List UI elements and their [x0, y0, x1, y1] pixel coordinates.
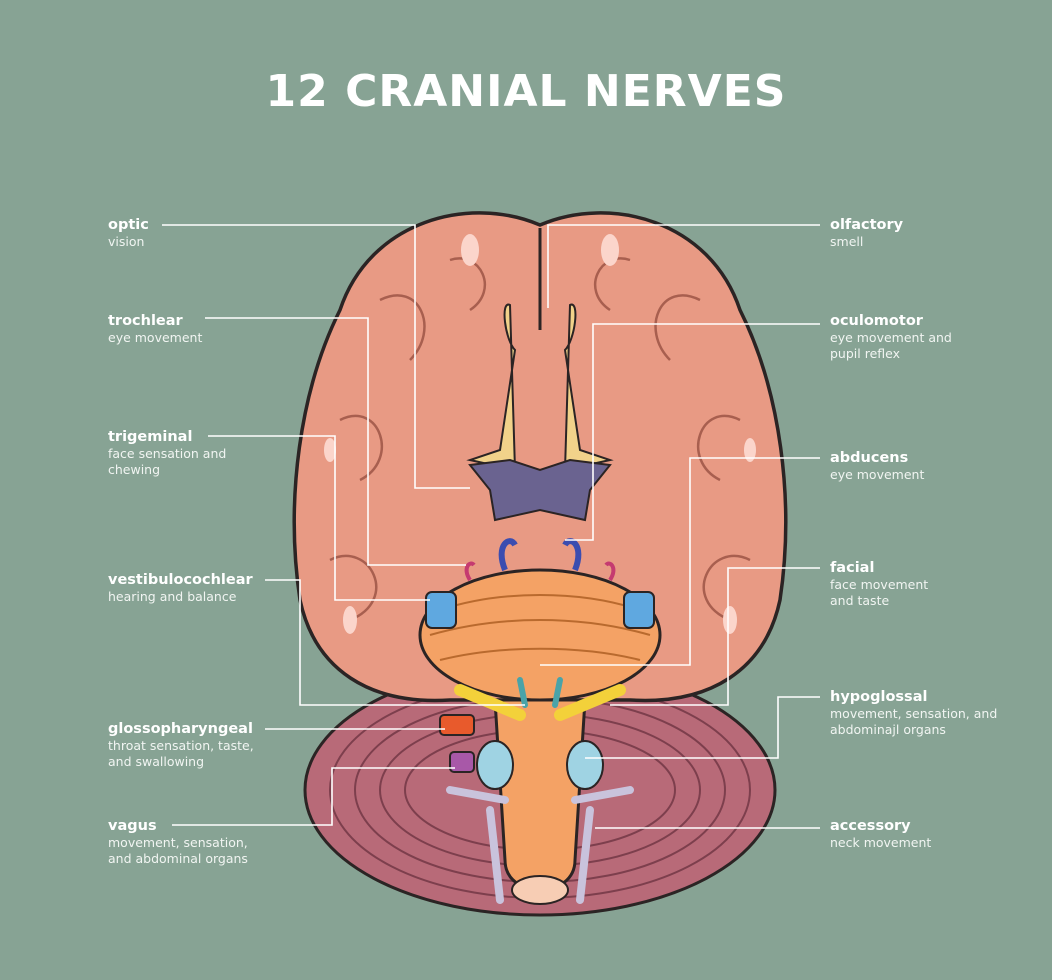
vagus-nerve-shape [449, 751, 475, 773]
nerve-description: eye movement [108, 330, 203, 345]
diagram-title: 12 CRANIAL NERVES [265, 66, 787, 117]
leader-line-oculomotor [565, 323, 820, 541]
nerve-description: face sensation and chewing [108, 446, 227, 477]
nerve-name: trochlear [108, 313, 183, 329]
label-hypoglossal: hypoglossal movement, sensation, and abd… [830, 688, 1000, 738]
nerve-name: abducens [830, 450, 909, 466]
label-optic: optic vision [108, 216, 278, 250]
leader-line-hypoglossal [585, 696, 820, 759]
olfactory-bulbs [466, 303, 614, 472]
nerve-name: hypoglossal [830, 689, 928, 705]
label-glossopharyngeal: glossopharyngeal throat sensation, taste… [108, 720, 268, 770]
nerve-description: throat sensation, taste, and swallowing [108, 738, 254, 769]
label-trochlear: trochlear eye movement [108, 312, 278, 346]
nerve-name: trigeminal [108, 429, 193, 445]
leader-line-optic [162, 224, 470, 489]
nerve-name: glossopharyngeal [108, 721, 253, 737]
label-facial: facial face movement and taste [830, 559, 950, 609]
leader-line-abducens [540, 457, 820, 666]
label-trigeminal: trigeminal face sensation and chewing [108, 428, 243, 478]
oculomotor-nerve-shape [498, 538, 518, 572]
pons [418, 568, 662, 702]
label-abducens: abducens eye movement [830, 449, 1000, 483]
medulla [476, 698, 604, 905]
nerve-description: vision [108, 234, 145, 249]
leader-line-vagus [172, 767, 455, 826]
glossopharyngeal-nerve-shape [439, 714, 475, 736]
nerve-description: face movement and taste [830, 577, 929, 608]
nerve-name: accessory [830, 818, 911, 834]
accessory-nerve-shape [446, 786, 634, 904]
leader-line-vestibulocochlear [265, 579, 525, 706]
trochlear-nerve-shape-right [604, 561, 616, 582]
nerve-description: neck movement [830, 835, 932, 850]
leader-line-olfactory [547, 224, 820, 308]
label-vestibulocochlear: vestibulocochlear hearing and balance [108, 571, 278, 605]
nerve-description: eye movement [830, 467, 925, 482]
label-vagus: vagus movement, sensation, and abdominal… [108, 817, 268, 867]
leader-line-trigeminal [208, 435, 430, 601]
leader-line-trochlear [205, 317, 466, 566]
nerve-name: optic [108, 217, 149, 233]
facial-nerve-shape [454, 684, 626, 721]
vestibulocochlear-nerve-shape [517, 677, 563, 708]
leader-line-facial [610, 567, 820, 706]
leader-lines [162, 224, 820, 829]
nerve-name: oculomotor [830, 313, 923, 329]
nerve-name: vestibulocochlear [108, 572, 253, 588]
label-olfactory: olfactory smell [830, 216, 1000, 250]
label-oculomotor: oculomotor eye movement and pupil reflex [830, 312, 980, 362]
oculomotor-nerve-shape-right [562, 538, 582, 572]
optic-chiasm [468, 458, 612, 522]
nerve-description: hearing and balance [108, 589, 237, 604]
trochlear-nerve-shape [464, 561, 476, 582]
nerve-description: movement, sensation, and abdominal organ… [108, 835, 248, 866]
nerve-name: olfactory [830, 217, 904, 233]
label-accessory: accessory neck movement [830, 817, 1000, 851]
nerve-description: eye movement and pupil reflex [830, 330, 952, 361]
nerve-description: smell [830, 234, 864, 249]
trigeminal-nerve-shape [425, 591, 457, 629]
nerve-description: movement, sensation, and abdominajl orga… [830, 706, 998, 737]
trigeminal-nerve-shape-right [623, 591, 655, 629]
nerve-name: facial [830, 560, 875, 576]
nerve-name: vagus [108, 818, 157, 834]
